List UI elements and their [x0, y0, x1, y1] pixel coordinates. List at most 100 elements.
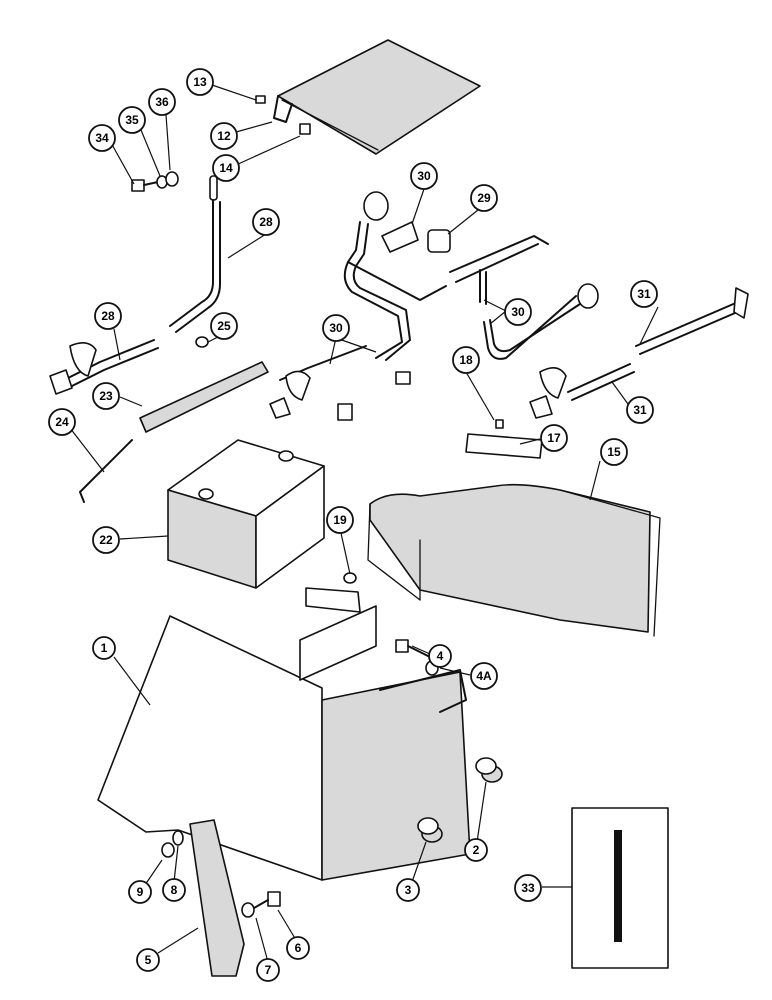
callout-number: 24: [55, 415, 69, 429]
switch-29: [427, 229, 451, 253]
callout-circle: [186, 68, 214, 96]
callout-circle: [92, 526, 120, 554]
nut-25: [195, 336, 209, 348]
cover-15: [367, 483, 661, 637]
callout-c24: 24: [48, 408, 76, 436]
callout-circle: [428, 644, 452, 668]
spacer-2: [475, 757, 503, 783]
cable-31: [529, 287, 749, 419]
callout-circle: [94, 302, 122, 330]
callout-number: 2: [473, 843, 480, 857]
callout-circle: [212, 154, 240, 182]
callout-c8: 8: [162, 878, 186, 902]
callout-c5: 5: [136, 948, 160, 972]
washer-7: [241, 902, 255, 918]
callout-c28a: 28: [252, 208, 280, 236]
callout-circle: [92, 382, 120, 410]
callout-number: 12: [217, 129, 231, 143]
callout-number: 1: [101, 641, 108, 655]
callout-number: 35: [125, 113, 139, 127]
callout-number: 31: [633, 403, 647, 417]
nut-36: [165, 171, 179, 187]
callout-circle: [600, 438, 628, 466]
callout-c15: 15: [600, 438, 628, 466]
callout-c25: 25: [210, 312, 238, 340]
battery-22: [167, 439, 325, 589]
main-frame-1: [97, 587, 471, 881]
callout-number: 31: [637, 287, 651, 301]
callout-number: 28: [101, 309, 115, 323]
callout-number: 25: [217, 319, 231, 333]
battery-terminal-28: [49, 339, 159, 395]
washer-8: [172, 830, 184, 846]
callout-circle: [452, 346, 480, 374]
callout-c31a: 31: [630, 280, 658, 308]
hardware-clip: [337, 371, 411, 421]
callout-circle: [252, 208, 280, 236]
callout-circle: [626, 396, 654, 424]
callout-number: 36: [155, 95, 169, 109]
callout-c34: 34: [88, 124, 116, 152]
callout-number: 5: [145, 953, 152, 967]
callout-c23: 23: [92, 382, 120, 410]
callout-number: 23: [99, 389, 113, 403]
hex-key-24: [79, 439, 133, 503]
callout-number: 33: [521, 881, 535, 895]
callout-circle: [286, 936, 310, 960]
callout-circle: [464, 838, 488, 862]
callout-circle: [256, 958, 280, 982]
callout-circle: [88, 124, 116, 152]
callout-c9: 9: [128, 880, 152, 904]
callout-number: 13: [193, 75, 207, 89]
callout-number: 9: [137, 885, 144, 899]
callout-circle: [630, 280, 658, 308]
callout-circle: [504, 298, 532, 326]
callout-number: 7: [265, 963, 272, 977]
cable-30: [269, 191, 447, 419]
plate-17: [465, 433, 543, 459]
callout-circle: [514, 874, 542, 902]
callout-number: 22: [99, 533, 113, 547]
callout-number: 30: [417, 169, 431, 183]
spacer-3: [417, 817, 443, 843]
callout-c14: 14: [212, 154, 240, 182]
callout-number: 29: [477, 191, 491, 205]
bracket-strip-23: [139, 361, 269, 433]
callout-c33: 33: [514, 874, 542, 902]
callout-labels: 12344A5678912131415171819222324252828293…: [48, 68, 658, 982]
nut-14: [299, 123, 311, 135]
callout-circle: [118, 106, 146, 134]
callout-circle: [410, 162, 438, 190]
callout-number: 30: [511, 305, 525, 319]
bolt-34: [131, 179, 159, 192]
callout-c3: 3: [396, 878, 420, 902]
callout-c18: 18: [452, 346, 480, 374]
callout-number: 34: [95, 131, 109, 145]
callout-number: 15: [607, 445, 621, 459]
callout-c30c: 30: [504, 298, 532, 326]
callout-circle: [326, 506, 354, 534]
callout-number: 3: [405, 883, 412, 897]
callout-number: 14: [219, 161, 233, 175]
callout-circle: [470, 184, 498, 212]
callout-circle: [136, 948, 160, 972]
leader-lines: [69, 84, 659, 963]
callout-c12: 12: [210, 122, 238, 150]
callout-number: 4: [437, 649, 444, 663]
callout-c30b: 30: [322, 314, 350, 342]
callout-c28b: 28: [94, 302, 122, 330]
callout-c13: 13: [186, 68, 214, 96]
callout-number: 28: [259, 215, 273, 229]
callout-circle: [210, 312, 238, 340]
callout-c7: 7: [256, 958, 280, 982]
callout-number: 17: [547, 431, 561, 445]
callout-circle: [48, 408, 76, 436]
callout-c4a: 4A: [470, 662, 498, 690]
callout-circle: [540, 424, 568, 452]
callout-c30a: 30: [410, 162, 438, 190]
nut-19: [343, 572, 357, 584]
callout-circle: [396, 878, 420, 902]
bolt-6: [253, 891, 281, 909]
